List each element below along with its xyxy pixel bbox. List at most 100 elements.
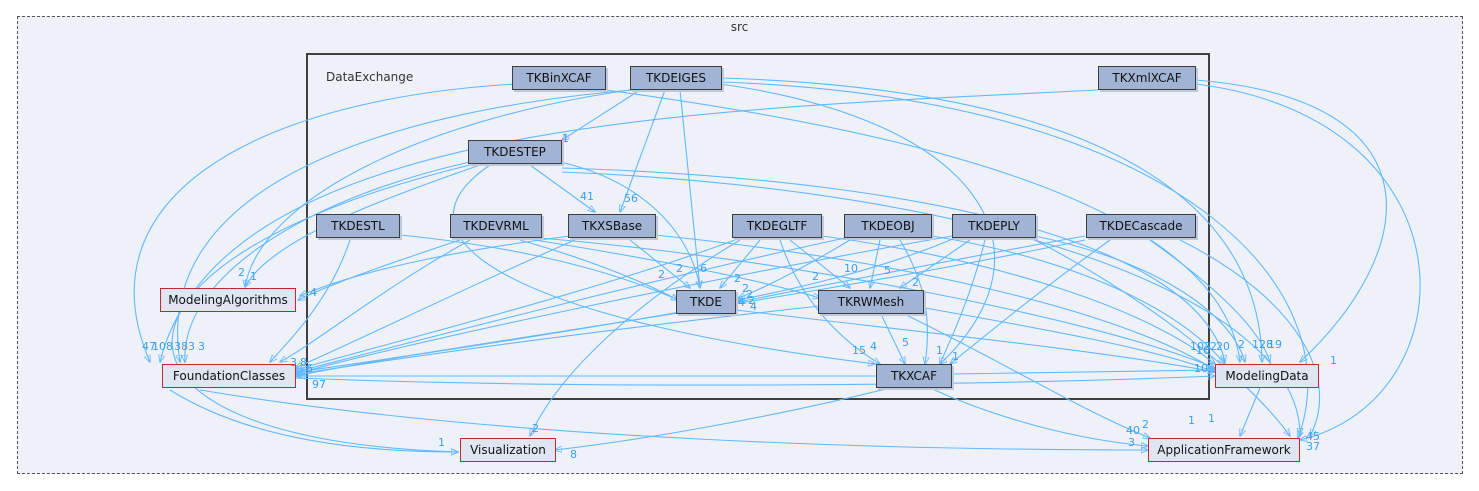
edge-tkdestep-appframework [561, 171, 1300, 435]
edge-tkrwmesh-foundation [298, 305, 821, 374]
node-visualization[interactable]: Visualization [460, 438, 556, 462]
edge-tkdeiges-tkdestep [562, 89, 641, 140]
edge-count: 2 [1142, 418, 1149, 431]
node-tkxcaf[interactable]: TKXCAF [876, 364, 952, 388]
edge-count: 2 [1238, 338, 1245, 351]
edge-count: 2 [238, 266, 245, 279]
edge-count: 97 [312, 378, 326, 391]
edge-tkrwmesh-tkxcaf [879, 311, 905, 364]
src-directory-label: src [730, 20, 749, 34]
edge-count: 2 [1210, 340, 1217, 353]
edge-tkdecascade-appframework [1179, 239, 1320, 436]
edge-count: 6 [306, 362, 313, 375]
edge-modelingdata-appframework [1240, 387, 1261, 436]
edge-count: 8 [300, 356, 307, 369]
node-tkde[interactable]: TKDE [676, 290, 736, 314]
edge-tkdeply-foundation [295, 235, 953, 374]
node-application-framework[interactable]: ApplicationFramework [1148, 438, 1300, 462]
node-foundation-classes[interactable]: FoundationClasses [162, 364, 296, 388]
node-modeling-algorithms[interactable]: ModelingAlgorithms [160, 288, 296, 312]
edge-tkdecascade-modelingdata [1149, 239, 1270, 362]
edge-tkxcaf-visualization [555, 387, 891, 450]
edge-count: 2 [658, 268, 665, 281]
edge-tkrwmesh-modelingdata [924, 307, 1215, 372]
edge-foundation-appframework [199, 389, 1148, 450]
edge-count: 102 [1190, 340, 1211, 353]
edge-count: 4 [750, 300, 757, 313]
edge-count: 38 [174, 340, 188, 353]
node-tkrwmesh[interactable]: TKRWMesh [818, 290, 924, 314]
edge-tkdeply-appframework [1034, 239, 1290, 436]
edge-count: 3 [198, 340, 205, 353]
edge-foundation-visualization [169, 389, 458, 452]
edge-tkdecascade-tkxcaf [950, 239, 1111, 364]
edge-tkdeiges-modelingdata [721, 77, 1262, 362]
edge-tkdestep-tkxsbase [529, 164, 595, 212]
edge-tkxcaf-appframework [929, 387, 1148, 446]
edge-tkxsbase-tkde [629, 239, 690, 288]
edge-tkdegltf-tkde [720, 239, 761, 288]
edge-tkdeobj-tkde [738, 239, 851, 298]
edge-count: 5 [884, 264, 891, 277]
edge-count: 4 [738, 296, 745, 309]
edge-count: 1 [562, 132, 569, 145]
node-modeling-data[interactable]: ModelingData [1215, 364, 1319, 388]
edge-count: 6 [700, 262, 707, 275]
node-tkdestl[interactable]: TKDESTL [316, 214, 400, 238]
edge-tkdegltf-visualization [530, 239, 741, 436]
edge-count: 10 [1196, 344, 1210, 357]
edge-count: 41 [580, 190, 594, 203]
edge-count: 19 [1268, 338, 1282, 351]
edge-tkbinxcaf-modelingdata [605, 89, 1240, 362]
edge-count: 1 [936, 344, 943, 357]
edge-count: 2 [742, 282, 749, 295]
node-tkdecascade[interactable]: TKDECascade [1086, 214, 1196, 238]
edge-count: 2 [746, 288, 753, 301]
edge-tkdeiges-tkxsbase [620, 89, 666, 212]
edge-tkdevrml-tkde [519, 239, 678, 300]
edge-count: 10 [1194, 362, 1208, 375]
node-tkdeply[interactable]: TKDEPLY [952, 214, 1036, 238]
edge-tkdestep-tkde [559, 161, 700, 288]
node-tkxsbase[interactable]: TKXSBase [568, 214, 656, 238]
edge-tkrwmesh-appframework [899, 311, 1150, 438]
edge-count: 1 [1188, 414, 1195, 427]
edge-tkde-modelingdata [735, 309, 1215, 372]
edge-count: 15 [852, 344, 866, 357]
edge-tkdeiges-tkxcaf [719, 83, 995, 364]
edge-count: 2 [748, 294, 755, 307]
edge-count: 45 [1306, 430, 1320, 443]
node-tkxmlxcaf[interactable]: TKXmlXCAF [1098, 66, 1196, 90]
edge-count: 37 [1306, 440, 1320, 453]
edge-tkdestl-tkde [399, 234, 678, 300]
edge-count: 40 [1126, 424, 1140, 437]
node-tkdeiges[interactable]: TKDEIGES [630, 66, 722, 90]
edge-tkxsbase-modalgorithms [300, 235, 571, 296]
node-tkdegltf[interactable]: TKDEGLTF [732, 214, 822, 238]
edge-count: 1 [952, 350, 959, 363]
edge-tkxmlxcaf-appframework [1195, 83, 1421, 440]
edge-tkdegltf-tkxcaf [779, 239, 880, 364]
edge-count: 3 [1128, 436, 1135, 449]
node-tkdeobj[interactable]: TKDEOBJ [844, 214, 932, 238]
edge-foundation-modelingdata [295, 376, 1215, 386]
node-tkbinxcaf[interactable]: TKBinXCAF [512, 66, 606, 90]
edge-tkdestep-visualization [171, 164, 471, 452]
node-tkdestep[interactable]: TKDESTEP [468, 140, 562, 164]
edge-count: 1 [1208, 412, 1215, 425]
edge-count: 2 [532, 422, 539, 435]
edge-tkbinxcaf-foundation [133, 83, 516, 362]
edge-count: 10 [844, 262, 858, 275]
edge-count: 4 [310, 286, 317, 299]
edge-tkdeply-tkxcaf [940, 239, 986, 364]
edge-count: 1 [1330, 354, 1337, 367]
edge-count: 47 [142, 340, 156, 353]
edge-tkxcaf-modelingdata [951, 370, 1215, 375]
edge-tkdestl-foundation [270, 239, 351, 362]
edge-tkdegltf-foundation [295, 239, 736, 370]
edge-count: 20 [1216, 340, 1230, 353]
node-tkdevrml[interactable]: TKDEVRML [450, 214, 542, 238]
edge-tkxmlxcaf-modelingdata [1195, 79, 1387, 362]
edge-tkdeobj-modelingdata [931, 235, 1225, 364]
